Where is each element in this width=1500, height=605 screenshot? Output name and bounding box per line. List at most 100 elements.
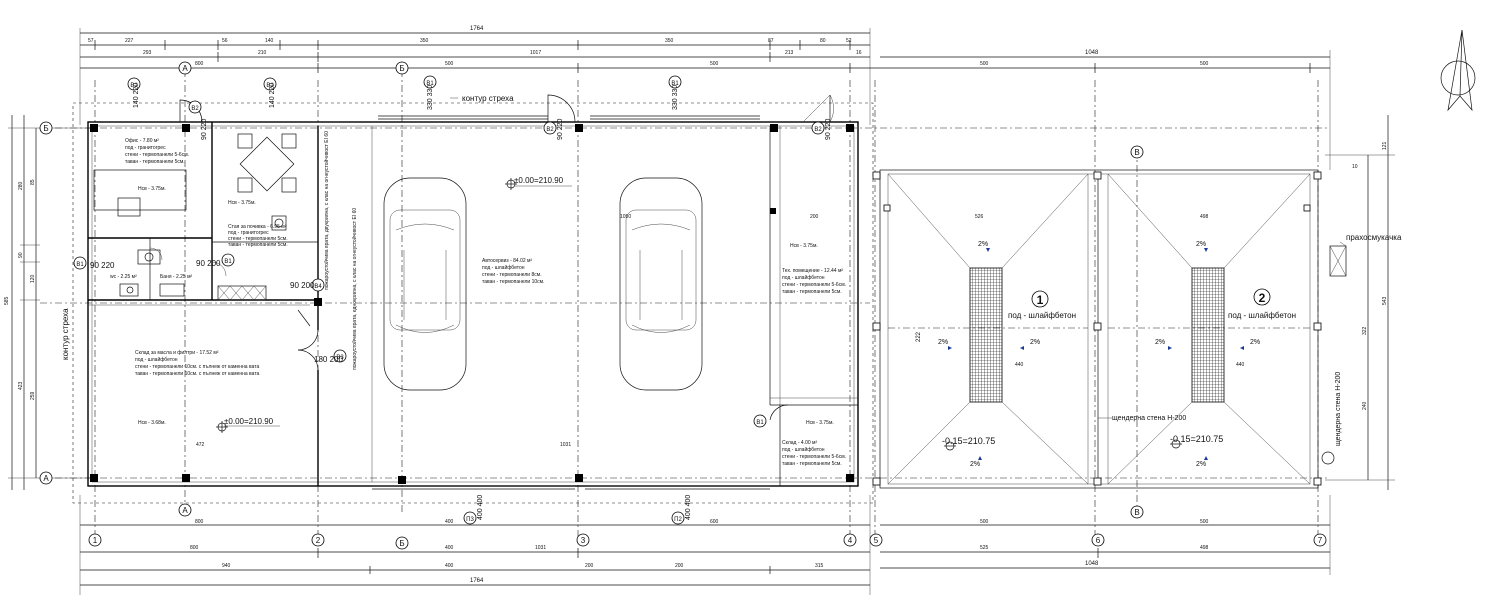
dim-top-r2: 16 <box>856 50 862 56</box>
axis-label: 4 <box>848 536 853 545</box>
opening-tag: В1 <box>426 81 434 87</box>
level-mark: ±0.00=210.90 <box>514 176 564 185</box>
slope-mark: 2% <box>1196 241 1206 248</box>
room-ceiling: таван - термопанели 5см. <box>228 242 288 248</box>
dim-top-r1: 57 <box>88 38 94 44</box>
opening-tag: В1 <box>756 420 764 426</box>
dim-bottom-r3: 315 <box>815 563 824 569</box>
room-floor: под - шлайфбетон <box>482 264 525 271</box>
room-bath: Баня - 2.25 м² <box>160 274 193 280</box>
opening-dim: 400 400 <box>477 495 484 520</box>
opening-dim: 90 220 <box>557 118 564 140</box>
slope-arrow-icon <box>1204 248 1208 252</box>
dim-bottom-r1: 500 <box>1200 519 1209 525</box>
axis-bubbles-letters: Б А А А Б Б В В <box>39 61 1144 550</box>
opening-dim: 140 220 <box>269 83 276 108</box>
dim-right: 322 <box>1362 326 1368 335</box>
dim-left: 423 <box>18 381 24 390</box>
room-title: Склад за масла и филтри - 17.52 м² <box>135 350 219 356</box>
dim-bottom-r3: 940 <box>222 563 231 569</box>
dim-top-r1: 52 <box>846 38 852 44</box>
room-title: Автосервиз - 84.02 м² <box>482 258 532 264</box>
opening-dim: 330 330 <box>672 85 679 110</box>
room-title: Стая за почивка - 6.95 м² <box>228 224 287 230</box>
dim-bottom-r1: 600 <box>710 519 719 525</box>
inner-dim: 526 <box>975 214 984 220</box>
axis-label: А <box>43 474 49 483</box>
top-dimensions: 1764 1048 57 227 56 140 350 350 87 80 52… <box>79 26 1331 170</box>
inner-dim: 472 <box>196 442 205 448</box>
dim-top-r2: 1017 <box>530 50 541 56</box>
dim-left: 90 <box>18 252 24 258</box>
dim-bottom-r1: 800 <box>195 519 204 525</box>
room-ceiling: таван - термопанели 10см. с пълнеж от ка… <box>135 371 260 377</box>
level-mark: -0.15=210.75 <box>1170 434 1223 444</box>
opening-tag: В3 <box>336 355 344 361</box>
dim-top-right-overall: 1048 <box>1085 50 1099 56</box>
dim-bottom-r2: 525 <box>980 545 989 551</box>
dim-top-r1: 140 <box>265 38 274 44</box>
room-rest: Нсв - 3.75м. Стая за почивка - 6.95 м² п… <box>228 200 288 248</box>
north-arrow-icon <box>1440 29 1476 112</box>
axis-label: Б <box>399 539 404 548</box>
opening-tag: В2 <box>191 106 199 112</box>
axis-label: 7 <box>1318 536 1323 545</box>
slope-arrow-icon <box>1020 346 1024 350</box>
dim-top-r2: 293 <box>143 50 152 56</box>
bottom-dimensions: 800 400 600 500 500 800 400 1031 525 498… <box>79 495 1331 595</box>
room-floor: под - шлайфбетон <box>782 446 825 453</box>
dining-table-icon <box>237 133 297 193</box>
opening-tags: В1 В1 В2 В1 В1 В4 В3 В1 В1 В2 В2 В1 П3 П… <box>73 75 825 525</box>
office-desk-icon <box>93 169 187 217</box>
level-mark: -0.15=210.75 <box>942 436 995 446</box>
axis-label: 2 <box>316 536 321 545</box>
fire-gate-note: пожароустойчива врата, еднокрилна, с кла… <box>351 208 358 370</box>
slope-mark: 2% <box>1155 339 1165 346</box>
opening-dim: 90 200 <box>196 259 221 268</box>
room-floor: под - гранитогрес <box>228 230 269 236</box>
axis-label: Б <box>399 64 404 73</box>
inner-dim: 1050 <box>620 214 631 220</box>
dim-bottom-r1: 500 <box>980 519 989 525</box>
slope-mark: 2% <box>1196 461 1206 468</box>
shelving-icon <box>217 285 267 301</box>
dim-bottom-right-overall: 1048 <box>1085 561 1099 567</box>
sink-icon <box>271 215 287 231</box>
axis-label: А <box>182 64 188 73</box>
room-title: Склад - 4.00 м² <box>782 440 817 446</box>
vacuum-unit-icon <box>1321 245 1347 465</box>
opening-dim: 90 220 <box>201 118 208 140</box>
slope-mark: 2% <box>1250 339 1260 346</box>
axis-label: 6 <box>1096 536 1101 545</box>
wc-fixtures-icon <box>119 249 185 297</box>
stud-wall-label: щендерна стена Н-200 <box>1335 372 1342 446</box>
wash-bay-1: 1 под - шлайфбетон -0.15=210.75 2% 2% 2%… <box>938 241 1076 468</box>
room-height: Нсв - 3.75м. <box>806 420 834 426</box>
bay-number: 1 <box>1037 293 1044 307</box>
dim-left: 585 <box>4 296 10 305</box>
dim-bottom-overall: 1764 <box>470 578 484 584</box>
car-icon <box>383 177 467 391</box>
room-ceiling: таван - термопанели 5см. <box>782 289 842 295</box>
axis-label: В <box>1134 508 1139 517</box>
opening-tag: В1 <box>76 262 84 268</box>
axis-bubbles-numbers: 1 2 3 4 5 6 7 <box>88 533 1327 547</box>
left-dimensions: 585 280 90 120 423 259 85 <box>4 115 90 490</box>
dim-bottom-r3: 200 <box>585 563 594 569</box>
slope-arrow-icon <box>986 248 990 252</box>
roof-outline-top-label: контур стреха <box>462 94 514 103</box>
room-ceiling: таван - термопанели 5см. <box>125 159 185 165</box>
axis-label: 1 <box>93 536 98 545</box>
inner-dim: 222 <box>916 331 922 342</box>
inner-dim: 440 <box>1236 362 1245 368</box>
dim-bottom-r2: 800 <box>190 545 199 551</box>
dim-top-r3: 800 <box>195 61 204 67</box>
vacuum-label: прахосмукачка <box>1346 233 1402 242</box>
dim-right: 10 <box>1352 164 1358 170</box>
dim-right: 543 <box>1382 296 1388 305</box>
dim-top-r1: 350 <box>665 38 674 44</box>
axis-label: В <box>1134 148 1139 157</box>
room-ceiling: таван - термопанели 10см. <box>482 279 544 285</box>
room-tech: Нсв - 3.75м. Тех. помещение - 12.44 м² п… <box>782 243 846 295</box>
